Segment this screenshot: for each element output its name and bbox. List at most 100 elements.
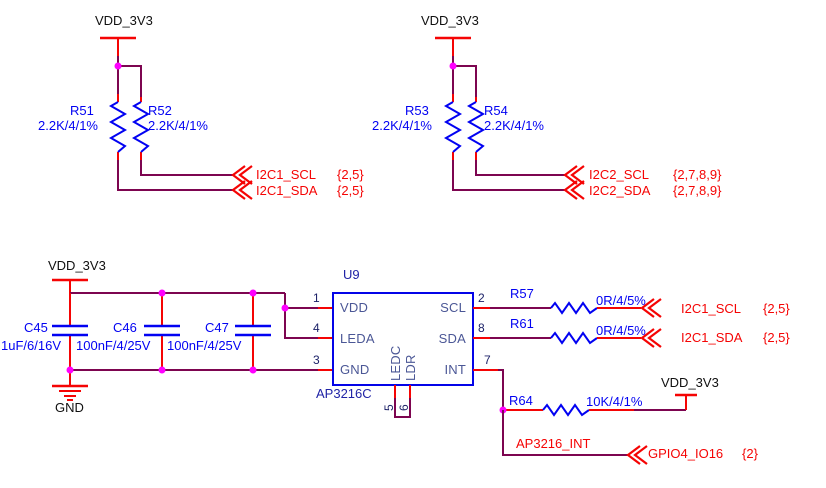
junction-dot: [281, 304, 289, 312]
r64-value: 10K/4/1%: [586, 394, 643, 409]
wire: [394, 398, 411, 418]
wire: [118, 65, 142, 97]
net-connector-i2c2-sda[interactable]: [563, 180, 585, 200]
ic-pin: [318, 307, 333, 371]
pin-number-6: 6: [397, 404, 411, 411]
wire: [117, 160, 233, 191]
capacitor-c47[interactable]: [235, 324, 271, 337]
resistor-body: [131, 101, 151, 153]
resistor-r53[interactable]: [443, 101, 463, 153]
pin-number-3: 3: [313, 353, 320, 367]
wire: [140, 160, 233, 176]
junction-dot: [449, 62, 457, 70]
junction-dot: [66, 366, 74, 374]
u9-part-number: AP3216C: [316, 386, 372, 401]
page-ref: {2,5}: [763, 330, 790, 345]
c45-value: 1uF/6/16V: [1, 338, 61, 353]
wire: [502, 410, 628, 456]
r54-reference: R54: [484, 103, 508, 118]
ground-symbol[interactable]: [52, 370, 88, 401]
net-connector-i2c2-scl[interactable]: [563, 165, 585, 185]
resistor-r51[interactable]: [108, 101, 128, 153]
pin-name-int: INT: [444, 362, 466, 377]
c47-value: 100nF/4/25V: [167, 338, 242, 353]
capacitor-c45[interactable]: [52, 324, 88, 337]
power-symbol-vdd-3v3-int[interactable]: [675, 393, 697, 410]
net-label-i2c1-sda: I2C1_SDA: [681, 330, 743, 345]
resistor-r57[interactable]: [550, 301, 598, 315]
net-connector-i2c1-scl[interactable]: [231, 165, 253, 185]
resistor-r52[interactable]: [131, 101, 151, 153]
c47-reference: C47: [205, 320, 229, 335]
junction-dot: [249, 289, 257, 297]
power-net-label: VDD_3V3: [48, 258, 106, 273]
pin-name-ldr: LDR: [403, 354, 418, 381]
resistor-body: [108, 101, 128, 153]
r54-value: 2.2K/4/1%: [484, 118, 544, 133]
page-ref: {2}: [742, 446, 758, 461]
pin-number-1: 1: [313, 291, 320, 305]
capacitor-plates: [235, 324, 271, 337]
net-alias-ap3216-int: AP3216_INT: [516, 436, 591, 451]
capacitor-c46[interactable]: [144, 324, 180, 337]
resistor-r61[interactable]: [550, 331, 598, 345]
power-net-label: VDD_3V3: [661, 375, 719, 390]
net-label-i2c2-sda: I2C2_SDA: [589, 183, 651, 198]
power-symbol-vdd-3v3-i2c2[interactable]: [435, 36, 471, 56]
pin-number-4: 4: [313, 321, 320, 335]
pin-name-vdd: VDD: [340, 300, 369, 315]
wire: [453, 65, 477, 97]
net-connector-i2c1-sda-r61[interactable]: [640, 328, 662, 348]
net-connector-gpio4-io16[interactable]: [626, 445, 648, 465]
r51-value: 2.2K/4/1%: [38, 118, 98, 133]
power-symbol-vdd-3v3-i2c1[interactable]: [100, 36, 136, 56]
pin-name-gnd: GND: [340, 362, 370, 377]
net-connector-i2c1-scl-r57[interactable]: [640, 298, 662, 318]
c46-reference: C46: [113, 320, 137, 335]
resistor-body: [550, 301, 598, 315]
resistor-body: [550, 331, 598, 345]
offpage-chevron-icon: [563, 165, 585, 185]
offpage-chevron-icon: [563, 180, 585, 200]
r52-reference: R52: [148, 103, 172, 118]
r57-reference: R57: [510, 286, 534, 301]
page-ref: {2,7,8,9}: [673, 183, 722, 198]
r57-value: 0R/4/5%: [596, 293, 646, 308]
r51-reference: R51: [70, 103, 94, 118]
junction-dot: [114, 62, 122, 70]
net-label-i2c1-scl: I2C1_SCL: [681, 301, 741, 316]
power-symbol-vdd-3v3-sensor[interactable]: [52, 278, 88, 293]
ic-pin: [394, 385, 411, 398]
power-net-label: VDD_3V3: [95, 13, 153, 28]
ground-net-label: GND: [55, 400, 84, 415]
wire: [475, 160, 565, 176]
resistor-body: [443, 101, 463, 153]
offpage-chevron-icon: [640, 298, 662, 318]
c45-reference: C45: [24, 320, 48, 335]
pin-number-7: 7: [484, 353, 491, 367]
resistor-r64[interactable]: [542, 403, 590, 417]
resistor-body: [542, 403, 590, 417]
junction-dot: [158, 366, 166, 374]
r61-value: 0R/4/5%: [596, 323, 646, 338]
resistor-r54[interactable]: [466, 101, 486, 153]
page-ref: {2,7,8,9}: [673, 167, 722, 182]
capacitor-plates: [52, 324, 88, 337]
u9-reference: U9: [343, 267, 360, 282]
net-label-gpio4-io16: GPIO4_IO16: [648, 446, 724, 461]
r53-reference: R53: [405, 103, 429, 118]
capacitor-plates: [144, 324, 180, 337]
offpage-chevron-icon: [231, 180, 253, 200]
page-ref: {2,5}: [337, 183, 364, 198]
r52-value: 2.2K/4/1%: [148, 118, 208, 133]
offpage-chevron-icon: [640, 328, 662, 348]
pin-number-5: 5: [382, 404, 396, 411]
junction-dot: [158, 289, 166, 297]
offpage-chevron-icon: [231, 165, 253, 185]
page-ref: {2,5}: [763, 301, 790, 316]
wire: [498, 369, 504, 410]
net-connector-i2c1-sda[interactable]: [231, 180, 253, 200]
r53-value: 2.2K/4/1%: [372, 118, 432, 133]
